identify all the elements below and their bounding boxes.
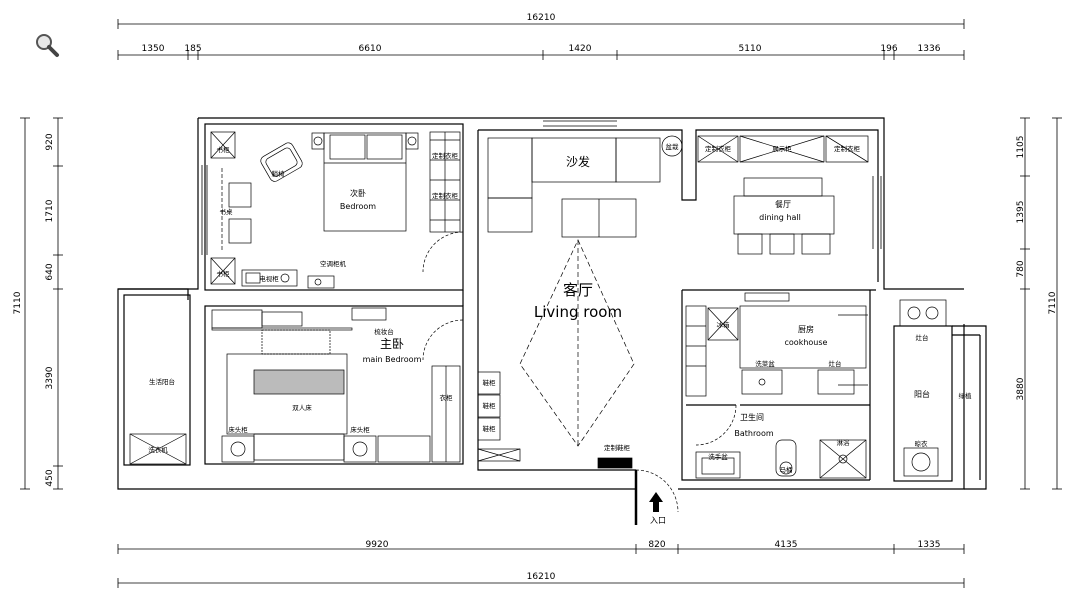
label-laundry: 晾衣 [915, 439, 929, 448]
doors [422, 231, 868, 525]
bath-en: Bathroom [734, 429, 774, 438]
label-ac: 空调柜机 [320, 259, 347, 268]
dim-right-total: 7110 [1048, 291, 1058, 314]
label-lounge-chair: 躺椅 [272, 169, 286, 178]
dim-top-seg: 185 [184, 44, 201, 54]
label-tv-cabinet: 电视柜 [259, 274, 279, 283]
label-shoe-cab: 定制鞋柜 [604, 443, 631, 452]
label-wardrobe-a2: 定制衣柜 [432, 191, 459, 200]
kitchen [685, 292, 867, 397]
dim-top-seg: 1336 [918, 44, 941, 54]
label-shower: 淋浴 [837, 438, 851, 447]
label-master-wardrobe: 衣柜 [440, 393, 454, 402]
label-wardrobe-a: 定制衣柜 [432, 151, 459, 160]
label-shoe-3: 鞋柜 [483, 424, 497, 433]
master-cn: 主卧 [380, 337, 404, 351]
dim-top-total: 16210 [527, 13, 556, 23]
label-dresser: 梳妆台 [374, 327, 394, 336]
dim-bottom-seg: 9920 [366, 540, 389, 550]
master-bedroom [211, 307, 461, 463]
dim-top-seg: 196 [880, 44, 897, 54]
label-plant: 盆栽 [666, 142, 680, 151]
label-stove-b: 灶台 [916, 333, 929, 342]
bath-cn: 卫生间 [740, 412, 764, 422]
walls [117, 117, 987, 490]
dim-left-seg: 640 [45, 263, 55, 280]
balcony-left-label: 生活阳台 [149, 377, 175, 386]
kitchen-en: cookhouse [785, 338, 828, 347]
bathroom [695, 439, 867, 479]
bedroom-en: Bedroom [340, 202, 376, 211]
label-bookcase-bottom: 书柜 [217, 269, 231, 278]
kitchen-cn: 厨房 [798, 324, 814, 334]
dim-right-seg: 780 [1016, 260, 1026, 277]
entrance-arrow-icon [649, 492, 663, 512]
second-bedroom [210, 131, 461, 289]
label-fridge: 冰箱 [717, 320, 731, 329]
label-desk: 书桌 [220, 207, 234, 216]
living-en: Living room [534, 303, 622, 321]
label-washer: 洗衣机 [148, 445, 168, 454]
label-sink: 洗菜盆 [755, 359, 775, 368]
magnifier-icon[interactable] [34, 32, 60, 58]
label-bookcase-top: 书柜 [217, 145, 231, 154]
dim-right-seg: 1105 [1016, 136, 1026, 159]
dining-cn: 餐厅 [775, 200, 791, 209]
label-plants-b: 绿植 [959, 391, 973, 400]
dining-area [697, 135, 869, 255]
windows [201, 120, 882, 255]
balcony-right [899, 299, 947, 477]
label-shoe-1: 鞋柜 [483, 378, 497, 387]
label-custom-cab-1: 定制衣柜 [705, 144, 732, 153]
label-display-cab: 展示柜 [772, 144, 792, 153]
bedroom-cn: 次卧 [350, 188, 366, 198]
dim-top-seg: 1350 [142, 44, 165, 54]
living-room [477, 135, 683, 469]
dim-right-seg: 1395 [1016, 201, 1026, 224]
dim-top-seg: 5110 [739, 44, 762, 54]
dim-left-seg: 1710 [45, 199, 55, 222]
dim-bottom-seg: 4135 [775, 540, 798, 550]
label-custom-cab-2: 定制衣柜 [834, 144, 861, 153]
sofa-label: 沙发 [566, 154, 590, 169]
master-en: main Bedroom [363, 355, 422, 364]
dim-right-seg: 3880 [1016, 377, 1026, 400]
entrance-label: 入口 [650, 516, 666, 525]
living-cn: 客厅 [563, 281, 593, 299]
dim-left-seg: 3390 [45, 366, 55, 389]
dim-top-seg: 6610 [359, 44, 382, 54]
dim-bottom-seg: 1335 [918, 540, 941, 550]
balcony-left [129, 433, 187, 465]
label-toilet: 马桶 [780, 465, 793, 474]
balcony-right-label: 阳台 [914, 389, 930, 399]
dim-left-seg: 450 [45, 469, 55, 486]
label-nightstand-r: 床头柜 [350, 425, 370, 434]
label-shoe-2: 鞋柜 [483, 401, 497, 410]
dim-bottom-seg: 820 [648, 540, 665, 550]
label-double-bed: 双人床 [292, 403, 312, 412]
label-stove-k: 灶台 [829, 359, 842, 368]
dimension-lines [20, 19, 1062, 588]
dining-en: dining hall [759, 213, 801, 222]
label-nightstand-l: 床头柜 [228, 425, 248, 434]
dim-top-seg: 1420 [569, 44, 592, 54]
dim-bottom-total: 16210 [527, 572, 556, 582]
dim-left-total: 7110 [13, 291, 23, 314]
label-wash-basin: 洗手盆 [708, 452, 728, 461]
dim-left-seg: 920 [45, 133, 55, 150]
